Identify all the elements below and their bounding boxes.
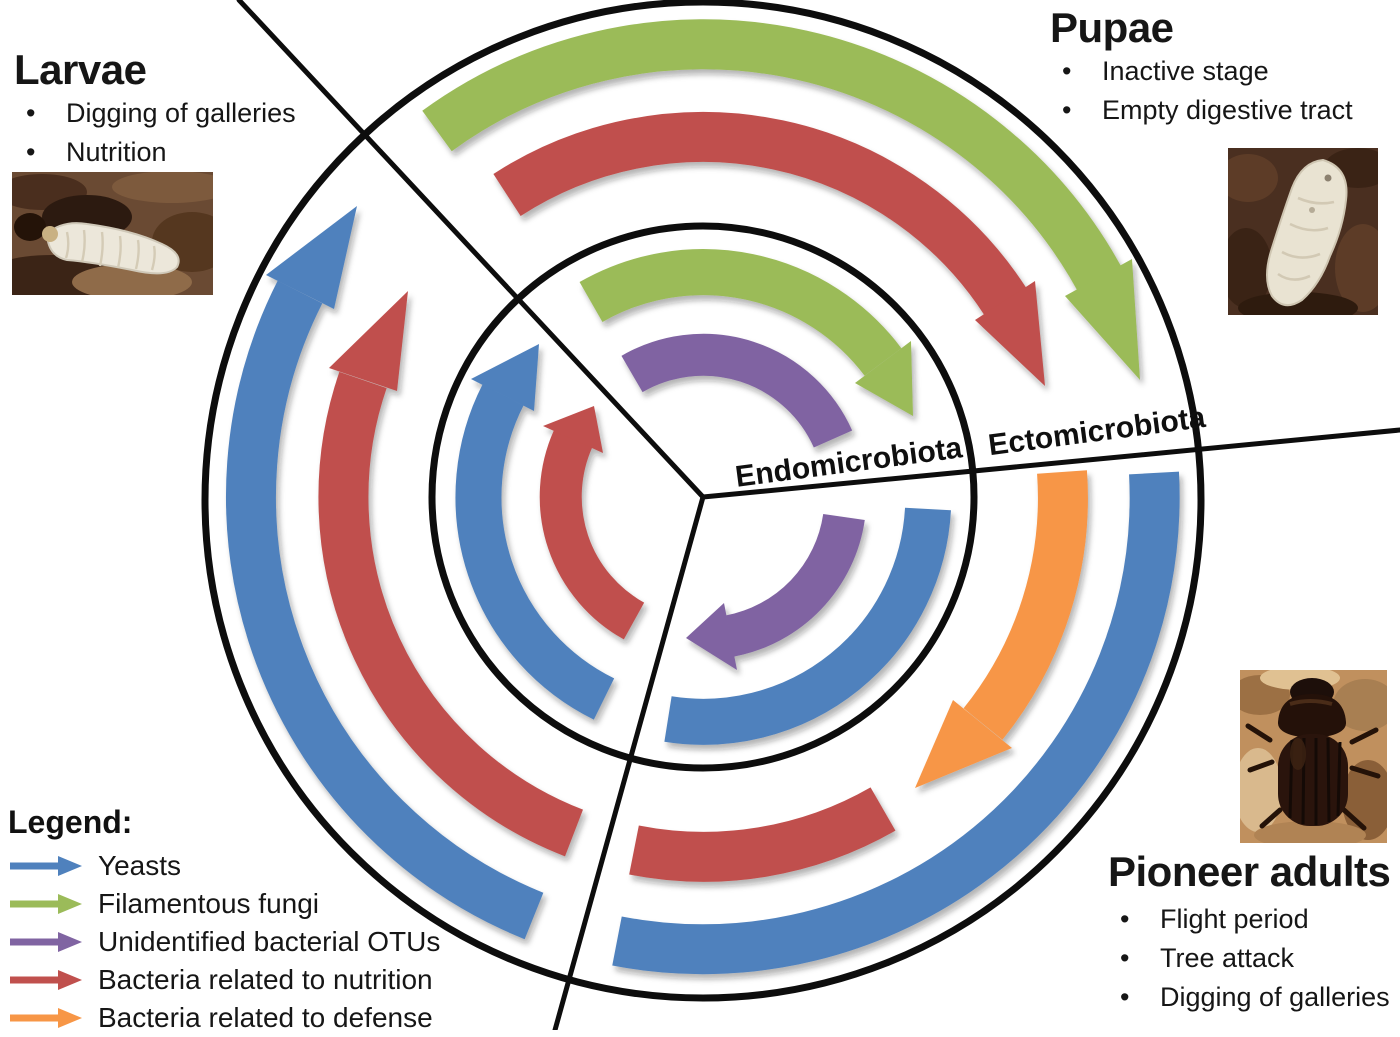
pioneer-ecto-nutrition-bacteria-arc (629, 787, 896, 882)
pioneer-ecto-yeasts-arc (612, 471, 1180, 975)
arrowhead (543, 406, 603, 453)
pioneer-endo-yeasts-arc (664, 507, 951, 745)
pupae-ecto-nutrition-bacteria-arrow (493, 111, 1045, 386)
legend-item-defense-bacteria: Bacteria related to defense (8, 999, 440, 1037)
legend-title: Legend: (8, 804, 133, 840)
legend-item-yeasts: Yeasts (8, 847, 440, 885)
larvae-section: Larvae Digging of galleries Nutrition (14, 46, 374, 178)
larvae-endo-nutrition-bacteria-arrow (539, 406, 645, 640)
arc-band (539, 430, 645, 640)
legend-label-nutrition-bacteria: Bacteria related to nutrition (98, 964, 433, 995)
larva-photo (12, 172, 213, 295)
pioneer-endo-bacterial-otus-arrow (686, 513, 865, 670)
arrowhead (1065, 259, 1140, 380)
nutrition-bacteria-arrow-icon (10, 970, 82, 990)
arrowhead (329, 291, 408, 391)
pupae-section: Pupae Inactive stage Empty digestive tra… (1050, 4, 1398, 136)
pioneer-ecto-defense-bacteria-arrow (915, 470, 1088, 788)
arrowhead (975, 281, 1045, 386)
yeasts-arrow-icon (10, 856, 82, 876)
beetle-photo-art (1240, 670, 1387, 843)
legend-item-bacterial-otus: Unidentified bacterial OTUs (8, 923, 440, 961)
pioneer-bullet-flight: Flight period (1108, 906, 1400, 934)
legend-item-nutrition-bacteria: Bacteria related to nutrition (8, 961, 440, 999)
arc-band (621, 333, 853, 449)
larvae-bullet-digging: Digging of galleries (14, 100, 374, 128)
fungi-arrow-icon (10, 894, 82, 914)
divider-pioneer-larvae (552, 494, 706, 1030)
arc-band (629, 787, 896, 882)
legend-label-defense-bacteria: Bacteria related to defense (98, 1002, 433, 1033)
outer-circle (201, 0, 1205, 1002)
arc-band (455, 384, 615, 720)
arc-band (612, 471, 1180, 975)
arc-band (725, 513, 865, 657)
arrowhead (855, 341, 913, 416)
larvae-endo-yeasts-arrow (455, 344, 615, 720)
legend-label-fungi: Filamentous fungi (98, 888, 320, 919)
legend-item-filamentous-fungi: Filamentous fungi (8, 885, 440, 923)
pupa-photo (1228, 148, 1378, 315)
legend: Legend: Yeasts Filamentous fungi Unident… (8, 804, 440, 1037)
arc-band (963, 470, 1088, 740)
pupae-endo-bacterial-otus-arc (621, 333, 853, 449)
larvae-title: Larvae (14, 46, 147, 93)
larvae-bullet-nutrition: Nutrition (14, 139, 374, 167)
arrowhead (686, 603, 737, 670)
wheel-frame (201, 0, 1400, 1030)
pioneer-adults-section: Pioneer adults Flight period Tree attack… (1108, 848, 1400, 1023)
pupa-photo-art (1228, 148, 1378, 315)
pupae-bullet-digestive: Empty digestive tract (1050, 97, 1398, 125)
pioneer-bullet-digging: Digging of galleries (1108, 984, 1400, 1012)
arrowhead (471, 344, 539, 411)
pupae-bullet-list: Inactive stage Empty digestive tract (1050, 58, 1398, 125)
legend-label-yeasts: Yeasts (98, 850, 182, 881)
beetle-photo (1240, 670, 1387, 843)
larvae-ecto-yeasts-arrow (225, 206, 544, 940)
larva-photo-art (12, 172, 213, 295)
arc-band (318, 371, 584, 857)
inner-circle (428, 222, 978, 772)
defense-bacteria-arrow-icon (10, 1008, 82, 1028)
legend-label-otus: Unidentified bacterial OTUs (98, 926, 441, 957)
larvae-bullet-list: Digging of galleries Nutrition (14, 100, 374, 167)
larvae-ecto-nutrition-bacteria-arrow (318, 291, 584, 857)
pupae-title: Pupae (1050, 4, 1174, 51)
divider-pupae-pioneer (700, 427, 1400, 500)
pupae-ecto-fungi-arrow (422, 19, 1140, 380)
pioneer-adults-title: Pioneer adults (1108, 848, 1391, 895)
arc-band (422, 19, 1121, 291)
pupae-endo-fungi-arrow (579, 249, 913, 416)
otus-arrow-icon (10, 932, 82, 952)
arc-band (225, 280, 544, 940)
pupae-bullet-inactive: Inactive stage (1050, 58, 1398, 86)
pioneer-bullet-list: Flight period Tree attack Digging of gal… (1108, 906, 1400, 1012)
arrowhead (915, 700, 1012, 788)
arc-band (493, 111, 1026, 315)
arrowhead (266, 206, 357, 309)
divider-larvae-pupae (236, 0, 706, 500)
arc-band (579, 249, 902, 377)
pioneer-bullet-attack: Tree attack (1108, 945, 1400, 973)
arc-band (664, 507, 951, 745)
